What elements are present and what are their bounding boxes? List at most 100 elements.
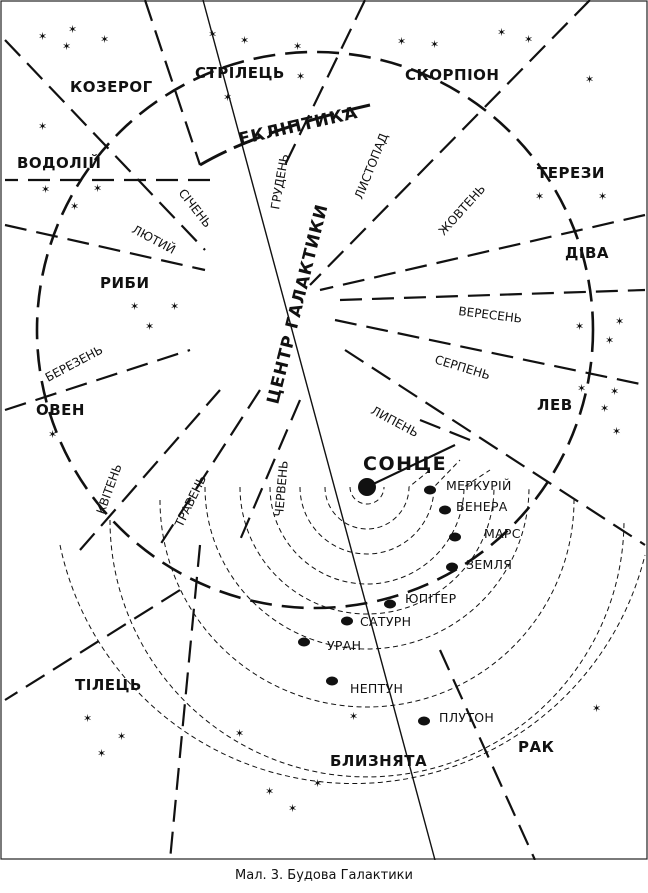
month-traven: ТРАВЕНЬ <box>172 473 210 530</box>
earth-label: ЗЕМЛЯ <box>466 557 512 572</box>
star-icon: ✶ <box>38 120 47 133</box>
sun-marker <box>358 478 376 496</box>
mars-marker <box>449 532 461 542</box>
boundary-line <box>4 223 206 272</box>
pluto-marker <box>418 716 430 726</box>
month-cherven: ЧЕРВЕНЬ <box>272 460 291 517</box>
star-icon: ✶ <box>430 38 439 51</box>
boundary-line <box>168 544 202 860</box>
month-serpen: СЕРПЕНЬ <box>433 352 492 382</box>
boundary-line <box>339 288 646 302</box>
star-icon: ✶ <box>397 35 406 48</box>
orbit-uranus <box>159 499 575 708</box>
constellation-tilets: ТІЛЕЦЬ <box>75 676 142 694</box>
constellation-vodoliy: ВОДОЛІЙ <box>17 153 101 172</box>
star-icon: ✶ <box>313 777 322 790</box>
star-icon: ✶ <box>577 382 586 395</box>
constellation-oven: ОВЕН <box>36 401 85 419</box>
constellation-boundaries <box>4 0 646 860</box>
star-icon: ✶ <box>288 802 297 815</box>
star-icon: ✶ <box>97 747 106 760</box>
orbit-jupiter <box>239 486 495 615</box>
orbit-saturn <box>204 486 530 650</box>
jupiter-marker <box>384 599 396 609</box>
star-icon: ✶ <box>296 70 305 83</box>
venus-label: ВЕНЕРА <box>456 499 508 514</box>
star-icon: ✶ <box>605 334 614 347</box>
planet-markers <box>298 485 461 726</box>
boundary-line <box>309 0 591 286</box>
boundary-line <box>319 213 646 292</box>
figure-frame <box>0 0 648 860</box>
star-icon: ✶ <box>598 190 607 203</box>
star-icon: ✶ <box>293 40 302 53</box>
star-icon: ✶ <box>497 26 506 39</box>
mars-label: МАРС <box>484 526 521 541</box>
constellation-terezy: ТЕРЕЗИ <box>537 164 605 182</box>
uranus-marker <box>298 637 310 647</box>
star-icon: ✶ <box>575 320 584 333</box>
month-hruden: ГРУДЕНЬ <box>268 153 292 211</box>
constellation-skorpion: СКОРПІОН <box>405 66 499 84</box>
star-icon: ✶ <box>349 710 358 723</box>
star-icon: ✶ <box>83 712 92 725</box>
month-lystopad: ЛИСТОПАД <box>352 131 391 201</box>
constellation-ryby: РИБИ <box>100 274 150 292</box>
star-icon: ✶ <box>240 34 249 47</box>
constellation-rak: РАК <box>518 738 555 756</box>
uranus-label: УРАН <box>327 638 361 653</box>
background-stars: ✶ ✶ ✶ ✶ ✶ ✶ ✶ ✶ ✶ ✶ ✶ ✶ ✶ ✶ ✶ ✶ ✶ ✶ ✶ ✶ … <box>38 23 624 815</box>
star-icon: ✶ <box>524 33 533 46</box>
ecliptic-circle <box>35 50 595 610</box>
star-icon: ✶ <box>70 200 79 213</box>
mercury-label: МЕРКУРІЙ <box>446 478 512 493</box>
star-icon: ✶ <box>235 727 244 740</box>
star-icon: ✶ <box>100 33 109 46</box>
star-icon: ✶ <box>130 300 139 313</box>
star-icon: ✶ <box>265 785 274 798</box>
star-icon: ✶ <box>615 315 624 328</box>
star-icon: ✶ <box>41 183 50 196</box>
month-veresen: ВЕРЕСЕНЬ <box>458 304 523 326</box>
star-icon: ✶ <box>610 385 619 398</box>
boundary-line <box>4 348 191 412</box>
star-icon: ✶ <box>535 190 544 203</box>
star-icon: ✶ <box>612 425 621 438</box>
jupiter-label: ЮПІТЕР <box>405 591 457 606</box>
month-liutyi: ЛЮТИЙ <box>130 221 179 256</box>
venus-marker <box>439 505 451 515</box>
boundary-line <box>438 649 537 860</box>
constellation-strilets: СТРІЛЕЦЬ <box>195 64 285 82</box>
star-icon: ✶ <box>117 730 126 743</box>
orbit-neptune <box>109 519 625 778</box>
star-icon: ✶ <box>62 40 71 53</box>
star-icon: ✶ <box>48 428 57 441</box>
planet-orbits <box>59 459 646 785</box>
month-berezen: БЕРЕЗЕНЬ <box>43 343 105 385</box>
star-icon: ✶ <box>223 91 232 104</box>
boundary-line <box>238 399 302 541</box>
orbit-pluto <box>59 544 646 785</box>
star-icon: ✶ <box>68 23 77 36</box>
constellation-kozerog: КОЗЕРОГ <box>70 78 153 96</box>
constellation-diva: ДІВА <box>565 244 609 262</box>
star-icon: ✶ <box>208 28 217 41</box>
sun-direction-line <box>366 444 456 488</box>
boundary-line <box>4 589 181 701</box>
mercury-marker <box>424 485 436 495</box>
constellation-lev: ЛЕВ <box>537 396 573 414</box>
star-icon: ✶ <box>600 402 609 415</box>
month-lypen: ЛИПЕНЬ <box>369 403 421 440</box>
sun-label: СОНЦЕ <box>363 453 447 475</box>
orbit-mercury <box>349 486 385 505</box>
neptune-label: НЕПТУН <box>350 681 403 696</box>
month-zhovten: ЖОВТЕНЬ <box>436 182 488 238</box>
month-kviten: КВІТЕНЬ <box>94 462 125 516</box>
boundary-line <box>143 0 202 166</box>
star-icon: ✶ <box>38 30 47 43</box>
star-icon: ✶ <box>145 320 154 333</box>
earth-marker <box>446 562 458 572</box>
saturn-marker <box>341 616 353 626</box>
ecliptic-arc <box>199 103 371 167</box>
boundary-line <box>334 318 646 387</box>
